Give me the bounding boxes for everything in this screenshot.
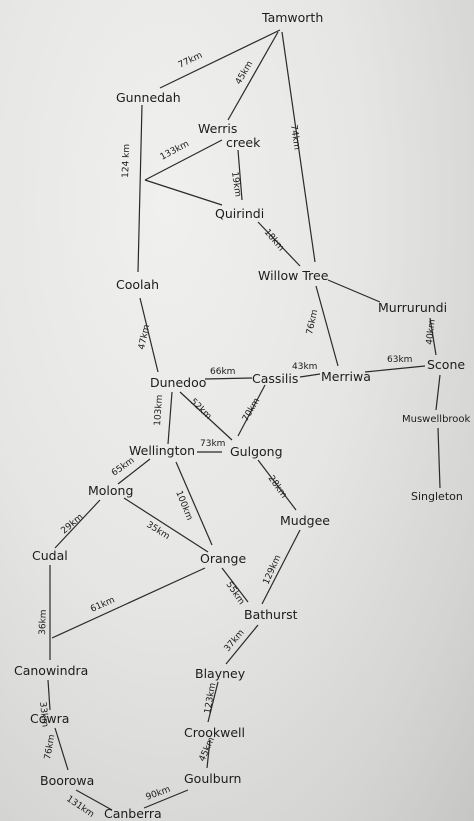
town-orange: Orange — [200, 551, 246, 566]
road-willow-merriwa — [315, 285, 339, 367]
roads — [47, 29, 441, 811]
road-tamworth-werris — [227, 31, 279, 121]
dist-gulgong-mudgee: 28km — [266, 474, 289, 500]
dist-tamworth-willow: 74km — [288, 124, 301, 151]
road-blayney-crookwell — [207, 681, 219, 723]
dist-dunedoo-cassilis: 66km — [210, 367, 235, 377]
dist-crookwell-goulburn: 45km — [198, 736, 217, 763]
town-coolah: Coolah — [116, 277, 159, 292]
town-gulgong: Gulgong — [230, 444, 283, 459]
dist-cassilis-gulgong: 70km — [241, 396, 262, 423]
town-murrurundi: Murrurundi — [378, 300, 447, 315]
town-tamworth: Tamworth — [261, 10, 323, 25]
road-crookwell-goulburn — [206, 739, 211, 769]
road-dunedoo-gulgong — [179, 391, 233, 441]
dist-willow-merriwa: 76km — [305, 309, 320, 336]
town-merriwa: Merriwa — [321, 369, 371, 384]
road-merriwa-scone — [364, 365, 426, 373]
dist-cudal-canowindra: 36km — [38, 609, 49, 635]
road-mudgee-bathurst — [261, 529, 301, 605]
town-gunnedah: Gunnedah — [116, 90, 181, 105]
dist-molong-orange: 35km — [144, 520, 171, 542]
town-canberra: Canberra — [104, 806, 162, 821]
dist-orange-canowindra: 61km — [89, 595, 116, 614]
dist-molong-cudal: 29km — [60, 512, 86, 536]
town-willow-tree: Willow Tree — [258, 268, 329, 283]
road-willow-murrurundi — [327, 279, 381, 303]
road-boorowa-canberra — [75, 789, 113, 811]
town-boorowa: Boorowa — [40, 773, 94, 788]
dist-quirindi-willow: 18km — [262, 228, 286, 254]
road-quirindi-willow — [257, 221, 301, 267]
road-molong-cudal — [54, 499, 101, 549]
distance-labels: 77km 45km 74km 133km 124 km 19km 18km 47… — [37, 51, 438, 820]
dist-dunedoo-gulgong: 52km — [188, 397, 213, 422]
road-gunnedah-quirindi — [144, 179, 223, 206]
road-gunnedah-werris — [144, 139, 223, 181]
road-merriwa-cassilis — [299, 373, 321, 378]
town-scone: Scone — [427, 357, 465, 372]
road-dunedoo-cassilis — [204, 377, 253, 380]
town-blayney: Blayney — [195, 666, 246, 681]
town-wellington: Wellington — [129, 443, 195, 458]
dist-gunnedah-coolah: 124 km — [121, 144, 132, 178]
dist-goulburn-canberra: 90km — [145, 785, 172, 803]
town-molong: Molong — [88, 483, 133, 498]
town-mudgee: Mudgee — [280, 513, 330, 528]
road-bathurst-blayney — [225, 624, 259, 665]
road-murrurundi-scone — [429, 317, 437, 356]
town-goulburn: Goulburn — [184, 771, 241, 786]
road-muswellbrook-singleton — [437, 427, 441, 489]
town-dunedoo: Dunedoo — [150, 375, 206, 390]
road-goulburn-canberra — [143, 789, 189, 809]
town-singleton: Singleton — [411, 490, 463, 503]
town-cowra: Cowra — [30, 711, 69, 726]
road-werris-quirindi — [237, 149, 243, 201]
town-muswellbrook: Muswellbrook — [402, 414, 471, 425]
road-gunnedah-coolah — [137, 104, 143, 273]
town-bathurst: Bathurst — [244, 607, 298, 622]
road-cowra-boorowa — [54, 727, 69, 771]
road-wellington-orange — [175, 461, 213, 546]
town-labels: Tamworth Gunnedah Werris creek Quirindi … — [14, 10, 471, 821]
dist-werris-quirindi: 19km — [229, 171, 242, 198]
dist-canowindra-cowra: 33km — [37, 701, 50, 727]
dist-blayney-crookwell: 123km — [203, 682, 218, 714]
dist-cowra-boorowa: 76km — [43, 734, 57, 761]
dist-tamworth-gunnedah: 77km — [177, 51, 204, 71]
road-molong-orange — [123, 497, 209, 553]
dist-wellington-molong: 65km — [110, 456, 137, 479]
town-canowindra: Canowindra — [14, 663, 88, 678]
dist-wellington-orange: 100km — [173, 489, 194, 522]
town-cassilis: Cassilis — [252, 371, 298, 386]
town-crookwell: Crookwell — [184, 725, 245, 740]
road-dunedoo-wellington — [167, 391, 173, 445]
dist-wellington-gulgong: 73km — [200, 439, 225, 449]
dist-merriwa-cassilis: 43km — [292, 362, 317, 372]
town-werris-creek-line2: creek — [226, 135, 261, 150]
town-cudal: Cudal — [32, 548, 68, 563]
dist-orange-bathurst: 55km — [224, 580, 247, 607]
dist-merriwa-scone: 63km — [387, 355, 412, 365]
road-wellington-molong — [117, 458, 151, 485]
road-orange-canowindra — [51, 567, 206, 639]
road-cassilis-gulgong — [237, 384, 266, 437]
road-gulgong-mudgee — [257, 459, 297, 511]
road-tamworth-gunnedah — [159, 29, 281, 89]
town-quirindi: Quirindi — [215, 206, 264, 221]
road-coolah-dunedoo — [139, 297, 159, 373]
road-scone-muswellbrook — [435, 374, 441, 411]
dist-bathurst-blayney: 37km — [223, 628, 247, 654]
road-canowindra-cowra — [47, 679, 51, 711]
dist-murrurundi-scone: 40km — [425, 319, 438, 345]
dist-tamworth-werris: 45km — [234, 59, 255, 86]
road-tamworth-willow — [281, 31, 316, 263]
town-werris-creek-line1: Werris — [198, 121, 237, 136]
road-orange-bathurst — [221, 567, 249, 603]
dist-dunedoo-wellington: 103km — [153, 394, 165, 426]
